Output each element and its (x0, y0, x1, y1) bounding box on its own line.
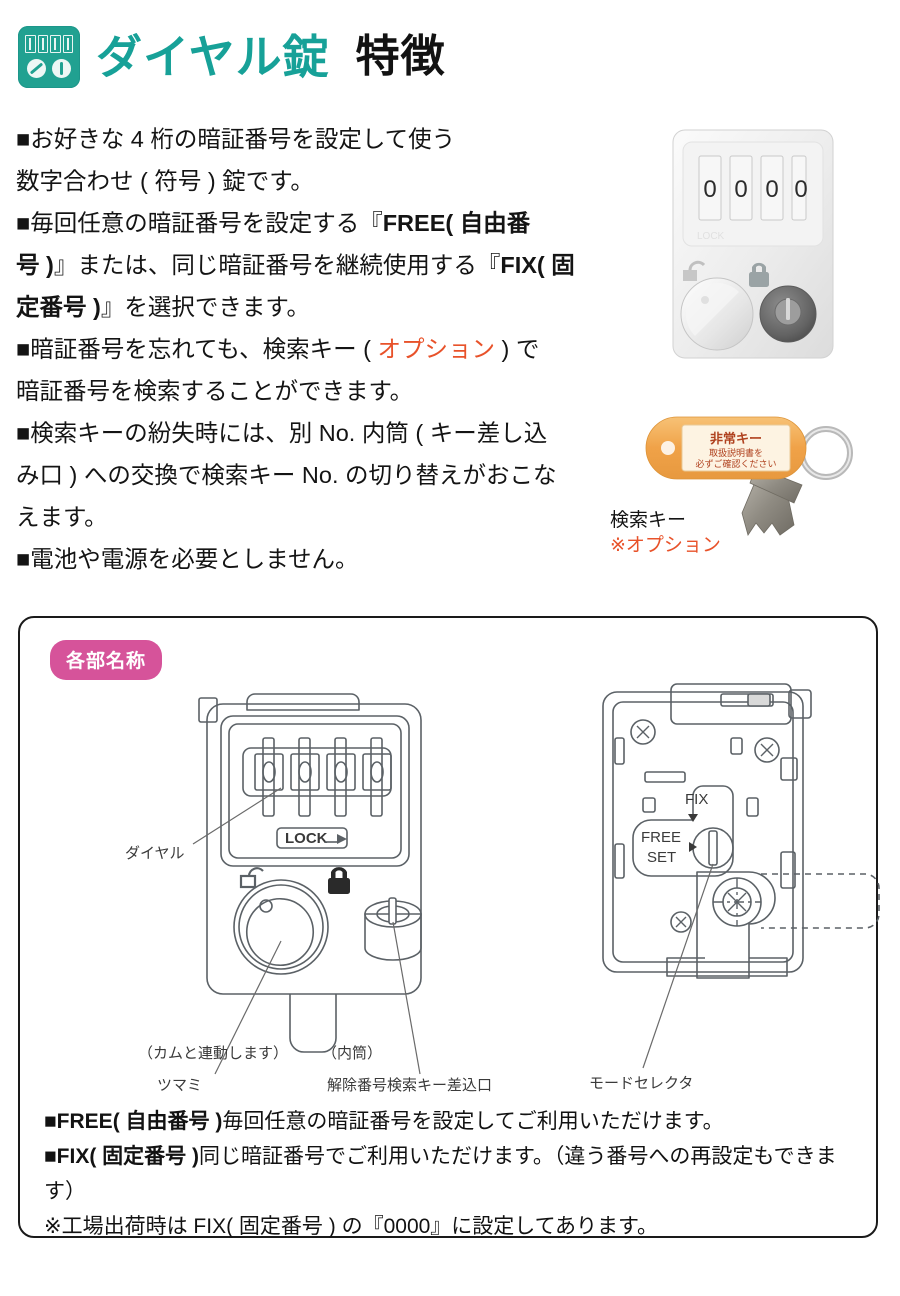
feature-line: ■電池や電源を必要としません。 (16, 546, 359, 572)
label-knob-line2-text: （カムと連動します） (138, 1045, 289, 1062)
feature-line: ■毎回任意の暗証番号を設定する『FREE( 自由番 (16, 202, 608, 244)
feature-line: 定番号 )』を選択できます。 (16, 286, 608, 328)
feature-line: 数字合わせ ( 符号 ) 錠です。 (16, 168, 314, 194)
unlock-icon (239, 867, 264, 889)
tag-line-1: 非常キー (710, 431, 762, 446)
search-key-caption: 検索キー ※オプション (610, 508, 721, 558)
note-factory: ※工場出荷時は FIX( 固定番号 ) の『0000』に設定してあります。 (44, 1209, 862, 1244)
icon-dial-cell (37, 35, 48, 53)
lock-front-diagram: LOCK (115, 676, 545, 1096)
label-cylinder-line2-text: （内筒） (322, 1045, 383, 1062)
label-mode-selector: モードセレクタ (589, 1075, 693, 1092)
dial-digits: 0 0 0 0 (703, 176, 807, 203)
icon-dial-cell (50, 35, 61, 53)
label-knob-line2: （カムと連動します） (138, 1042, 288, 1063)
feature-list: ■お好きな 4 桁の暗証番号を設定して使う 数字合わせ ( 符号 ) 錠です。 … (16, 118, 608, 580)
free-mode-label-cont: 号 ) (16, 252, 54, 278)
icon-dial-cell (25, 35, 36, 53)
svg-text:0: 0 (794, 176, 807, 203)
feature-line: ■お好きな 4 桁の暗証番号を設定して使う (16, 126, 456, 152)
note-free-bold: ■FREE( 自由番号 ) (44, 1110, 223, 1133)
feature-line: 暗証番号を検索することができます。 (16, 378, 414, 404)
fix-mode-label-cont: 定番号 ) (16, 294, 101, 320)
page-subtitle: 特徴 (355, 32, 446, 81)
selector-free-label: FREE (641, 829, 681, 846)
icon-dial-cell (62, 35, 73, 53)
svg-text:0: 0 (703, 176, 716, 203)
label-dial: ダイヤル (125, 845, 185, 862)
feature-line: み口 ) への交換で検索キー No. の切り替えがおこな (16, 462, 557, 488)
tag-line-3: 必ずご確認ください (695, 458, 776, 469)
lock-icon (749, 262, 769, 287)
note-fix-bold: ■FIX( 固定番号 ) (44, 1145, 200, 1168)
note-factory-rest: ※工場出荷時は FIX( 固定番号 ) の『0000』に設定してあります。 (44, 1215, 658, 1238)
feature-line: ■暗証番号を忘れても、検索キー ( オプション ) で (16, 328, 608, 370)
feature-text: ■暗証番号を忘れても、検索キー ( (16, 336, 378, 362)
dial-lock-photo: 0 0 0 0 LOCK (655, 122, 855, 372)
tag-line-2: 取扱説明書を (709, 447, 763, 458)
unlock-icon (683, 260, 706, 281)
note-fix: ■FIX( 固定番号 )同じ暗証番号でご利用いただけます。（違う番号への再設定も… (44, 1139, 862, 1209)
label-cylinder-line2: （内筒） (322, 1042, 382, 1063)
page-title: ダイヤル錠 (96, 31, 330, 83)
option-word: オプション (377, 336, 496, 362)
search-key-photo: 非常キー 取扱説明書を 必ずご確認ください (640, 405, 890, 565)
mode-notes: ■FREE( 自由番号 )毎回任意の暗証番号を設定してご利用いただけます。 ■F… (44, 1104, 862, 1244)
label-cylinder-line1: 解除番号検索キー差込口 (327, 1077, 492, 1094)
feature-line: 号 )』または、同じ暗証番号を継続使用する『FIX( 固 (16, 244, 608, 286)
parts-badge: 各部名称 (50, 640, 163, 680)
note-free-rest: 毎回任意の暗証番号を設定してご利用いただけます。 (222, 1110, 724, 1133)
label-knob-line1: ツマミ (157, 1077, 202, 1094)
free-mode-label: FREE( 自由番 (382, 210, 531, 236)
lock-plate-text: LOCK (285, 830, 328, 847)
lock-rear-diagram: FIX FREE SET モードセレクタ (585, 676, 885, 1096)
svg-text:0: 0 (765, 176, 778, 203)
search-key-caption-option: ※オプション (610, 535, 721, 556)
note-free: ■FREE( 自由番号 )毎回任意の暗証番号を設定してご利用いただけます。 (44, 1104, 862, 1139)
icon-dial-row (25, 35, 73, 53)
icon-cylinder (52, 59, 71, 78)
feature-text: 』または、同じ暗証番号を継続使用する『 (53, 252, 501, 278)
selector-set-label: SET (647, 849, 676, 866)
feature-text: ) で (495, 336, 540, 362)
svg-text:LOCK: LOCK (697, 231, 725, 242)
free-marker-icon (689, 842, 697, 852)
search-key-caption-line1: 検索キー (610, 510, 687, 531)
feature-text: ■毎回任意の暗証番号を設定する『 (16, 210, 383, 236)
fix-mode-label: FIX( 固 (500, 252, 575, 278)
page-header: ダイヤル錠 特徴 (18, 18, 882, 96)
note-fix-rest: 同じ暗証番号でご利用いただけます。（違う番号への再設定もできます） (44, 1145, 837, 1203)
parts-name-card: 各部名称 (18, 616, 880, 1238)
selector-fix-label: FIX (685, 791, 708, 808)
feature-text: 』を選択できます。 (100, 294, 311, 320)
icon-knob (27, 59, 46, 78)
dial-lock-icon (18, 26, 80, 88)
svg-text:0: 0 (734, 176, 747, 203)
fix-marker-icon (688, 814, 698, 822)
feature-line: えます。 (16, 504, 108, 530)
feature-line: ■検索キーの紛失時には、別 No. 内筒 ( キー差し込 (16, 420, 548, 446)
lock-icon (328, 867, 350, 894)
